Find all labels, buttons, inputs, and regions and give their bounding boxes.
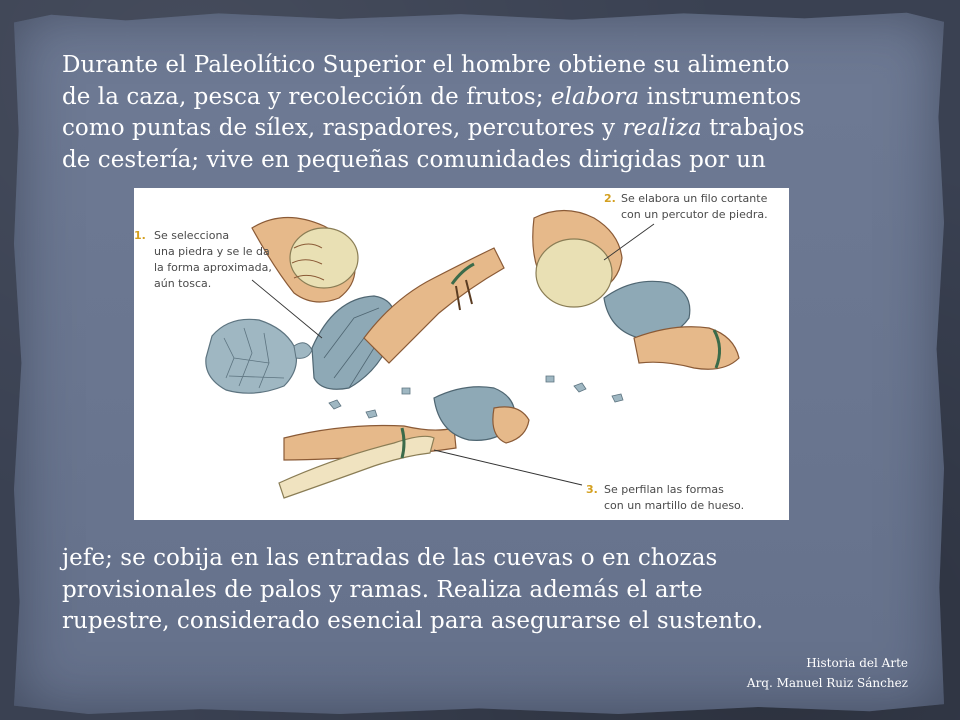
worked-stone-2 [603, 280, 691, 339]
raw-stone-shape [205, 318, 297, 394]
step-3-line-2: con un martillo de hueso. [604, 499, 744, 512]
paragraph-top-line-2: de la caza, pesca y recolección de fruto… [62, 82, 922, 114]
flake-2 [545, 375, 624, 403]
step-1-line-1: Se selecciona [154, 229, 229, 242]
arm-lower-step2 [633, 326, 740, 370]
callout-line-3 [433, 449, 583, 486]
paragraph-top: Durante el Paleolítico Superior el hombr… [62, 50, 922, 176]
raw-stone-cracks [223, 327, 285, 389]
bracelet-2 [712, 329, 721, 369]
callout-line-1 [251, 279, 323, 339]
step-1-line-3: la forma aproximada, [154, 261, 272, 274]
bone-hammer [278, 435, 435, 499]
paragraph-top-line-2-text: de la caza, pesca y recolección de fruto… [62, 83, 551, 110]
callout-line-2 [603, 223, 655, 261]
step-3-line-1: Se perfilan las formas [604, 483, 724, 496]
paragraph-top-line-1: Durante el Paleolítico Superior el hombr… [62, 52, 790, 78]
step-1-line-2: una piedra y se le da [154, 245, 270, 258]
step-3-number: 3. [586, 483, 598, 496]
stone-tool-illustration: 1. Se selecciona una piedra y se le da l… [134, 188, 789, 520]
footer-author: Arq. Manuel Ruiz Sánchez [746, 676, 908, 690]
raw-stone-small [293, 342, 313, 359]
fingers-1 [291, 243, 325, 281]
arm-right-lower [363, 247, 505, 364]
step-1-number: 1. [134, 229, 146, 242]
step-2-line-1: Se elabora un filo cortante [621, 192, 768, 205]
bracelet-3 [400, 427, 406, 459]
paragraph-top-line-3-end: trabajos [701, 115, 805, 141]
emphasis-realiza: realiza [622, 115, 702, 141]
paragraph-top-line-4: de cestería; vive en pequeñas comunidade… [62, 146, 766, 173]
step-2-line-2: con un percutor de piedra. [621, 208, 768, 221]
step-2-number: 2. [604, 192, 616, 205]
paragraph-bottom-line-3: rupestre, considerado esencial para aseg… [62, 608, 764, 634]
footer-subject: Historia del Arte [806, 656, 908, 670]
pendant-1 [455, 279, 473, 311]
hammer-stone-2 [535, 238, 613, 308]
emphasis-elabora: elabora [550, 83, 640, 110]
hand-step3 [492, 406, 530, 444]
paragraph-bottom: jefe; se cobija en las entradas de las c… [62, 543, 922, 638]
hammer-stone-1 [289, 227, 359, 289]
paragraph-top-line-3-text: como puntas de sílex, raspadores, percut… [62, 115, 623, 141]
paragraph-bottom-line-2: provisionales de palos y ramas. Realiza … [62, 576, 703, 603]
bracelet-1 [450, 262, 475, 285]
paragraph-bottom-line-1: jefe; se cobija en las entradas de las c… [62, 545, 718, 571]
paragraph-top-line-3: como puntas de sílex, raspadores, percut… [62, 113, 922, 145]
step-1-line-4: aún tosca. [154, 277, 211, 290]
illustration-svg: 1. Se selecciona una piedra y se le da l… [134, 192, 768, 512]
paragraph-top-line-2-end: instrumentos [639, 83, 802, 110]
flake-1 [328, 387, 411, 419]
